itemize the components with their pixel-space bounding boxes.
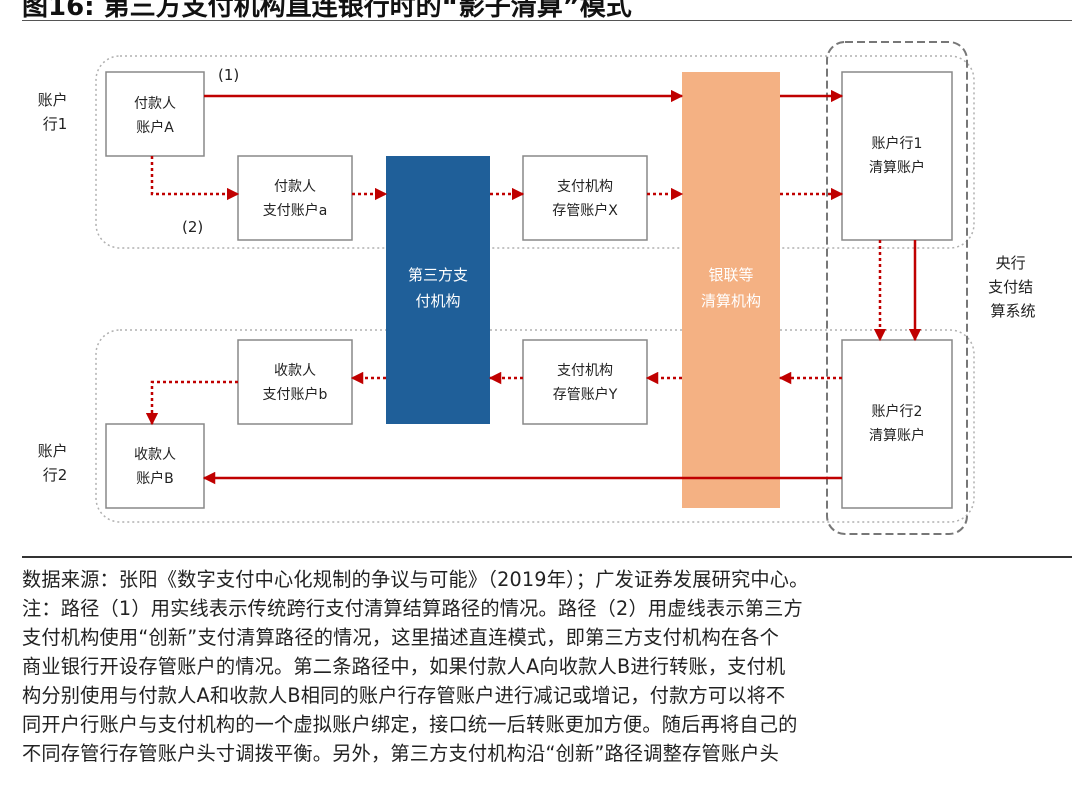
path2-arrow-payer-to-payaccount: [150, 156, 240, 201]
payer-account-box: 付款人账户A: [105, 71, 205, 157]
path1-label: (1): [218, 66, 239, 84]
notes-rule: [22, 556, 1072, 558]
payee-account-box: 收款人账户B: [105, 423, 205, 509]
central-bank-outline: [826, 41, 968, 535]
payee-pay-account-box: 收款人支付账户b: [237, 339, 353, 425]
unionpay-box: 银联等清算机构: [682, 72, 780, 508]
note-line: 数据来源：张阳《数字支付中心化规制的争议与可能》（2019年）；广发证券发展研究…: [22, 568, 809, 591]
custody-y-box: 支付机构存管账户Y: [522, 339, 648, 425]
note-line: 构分别使用与付款人A和收款人B相同的账户行存管账户进行减记或增记，付款方可以将不: [22, 684, 786, 707]
note-line: 商业银行开设存管账户的情况。第二条路径中，如果付款人A向收款人B进行转账，支付机: [22, 655, 786, 678]
path2-label: (2): [182, 218, 203, 236]
custody-x-box: 支付机构存管账户X: [522, 155, 648, 241]
payer-pay-account-box: 付款人支付账户a: [237, 155, 353, 241]
note-line: 不同存管行存管账户头寸调拨平衡。另外，第三方支付机构沿“创新”路径调整存管账户头: [22, 742, 780, 765]
note-line: 注：路径（1）用实线表示传统跨行支付清算结算路径的情况。路径（2）用虚线表示第三…: [22, 597, 803, 620]
note-line: 支付机构使用“创新”支付清算路径的情况，这里描述直连模式，即第三方支付机构在各个: [22, 626, 780, 649]
svg-text:付款人账户A: 付款人账户A: [134, 96, 176, 136]
path2-arrow-payaccountb-to-payee: [145, 380, 238, 426]
bank2-label: 账户 行2: [38, 442, 73, 484]
svg-text:收款人支付账户b: 收款人支付账户b: [263, 363, 328, 403]
svg-text:第三方支付机构: 第三方支付机构: [408, 266, 468, 310]
bank1-group-outline: [95, 55, 975, 249]
note-line: 同开户行账户与支付机构的一个虚拟账户绑定，接口统一后转账更加方便。随后再将自己的: [22, 713, 798, 736]
title-rule: [22, 20, 1072, 21]
bank2-group-outline: [95, 329, 975, 523]
figure-title: 图16: 第三方支付机构直连银行时的“影子清算”模式: [22, 0, 632, 22]
settlement-diagram: 账户 行1 账户 行2 央行 支付结 算系统 (1) (2) 付款人账户A 付款…: [38, 41, 1038, 535]
notes-block: 数据来源：张阳《数字支付中心化规制的争议与可能》（2019年）；广发证券发展研究…: [22, 565, 1062, 768]
third-party-box: 第三方支付机构: [386, 156, 490, 424]
svg-text:支付机构存管账户Y: 支付机构存管账户Y: [553, 363, 618, 403]
svg-text:银联等清算机构: 银联等清算机构: [701, 266, 761, 310]
svg-text:收款人账户B: 收款人账户B: [134, 447, 176, 487]
svg-text:支付机构存管账户X: 支付机构存管账户X: [552, 179, 618, 219]
central-bank-label: 央行 支付结 算系统: [988, 254, 1038, 320]
svg-text:付款人支付账户a: 付款人支付账户a: [263, 179, 328, 219]
bank1-label: 账户 行1: [38, 91, 73, 133]
